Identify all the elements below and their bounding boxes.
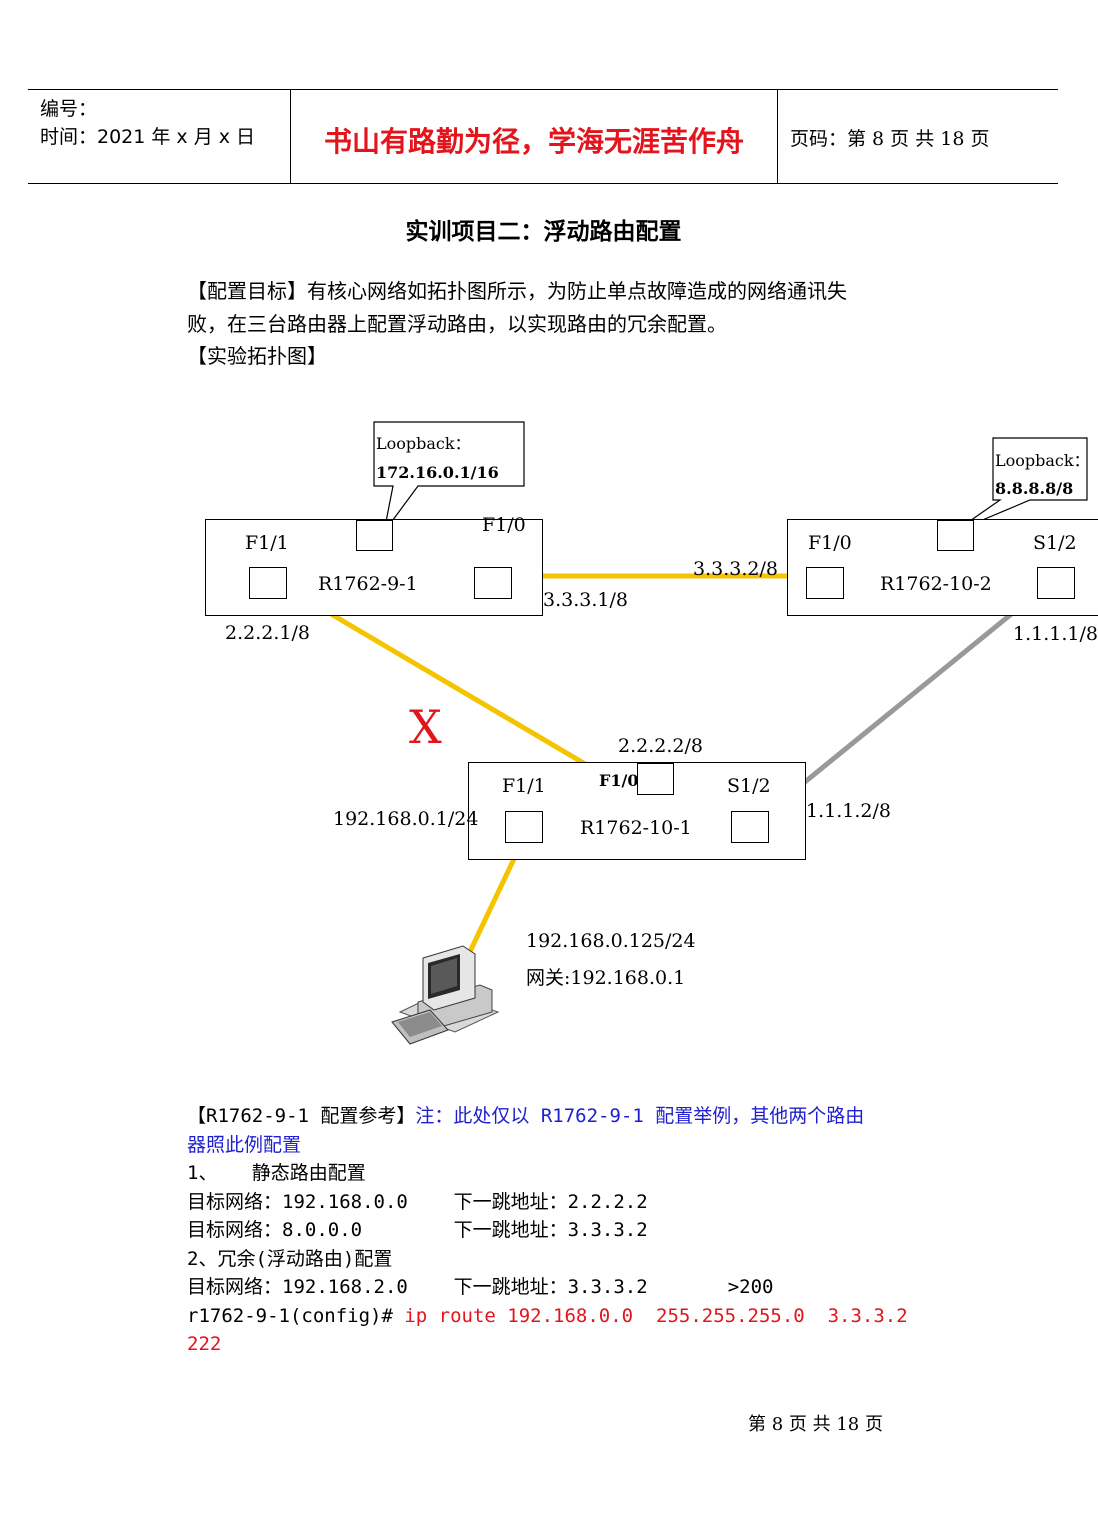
- r3-addr-f1-0: 2.2.2.2/8: [618, 735, 703, 757]
- r2-port-f1-0-label: F1/0: [808, 532, 852, 554]
- r3-port-f1-1-label: F1/1: [502, 775, 546, 797]
- config-note: 注：此处仅以 R1762-9-1 配置举例，其他两个路由: [415, 1105, 865, 1127]
- loopback-callout-1: [373, 421, 525, 533]
- section-1-row-2: 目标网络：8.0.0.0 下一跳地址：3.3.3.2: [187, 1219, 648, 1241]
- link-r2-r3: [766, 592, 1038, 814]
- page-header: 编号： 时间：2021 年 x 月 x 日 书山有路勤为径，学海无涯苦作舟 页码…: [28, 89, 1058, 184]
- section-1-row-1: 目标网络：192.168.0.0 下一跳地址：2.2.2.2: [187, 1191, 648, 1213]
- header-page-number: 页码：第 8 页 共 18 页: [790, 128, 990, 150]
- config-heading-line: 【R1762-9-1 配置参考】注：此处仅以 R1762-9-1 配置举例，其他…: [187, 1102, 864, 1131]
- loopback-2-address: 8.8.8.8/8: [995, 479, 1074, 498]
- command-text: ip route 192.168.0.0 255.255.255.0 3.3.3…: [404, 1305, 908, 1327]
- section-2-row-1: 目标网络：192.168.2.0 下一跳地址：3.3.3.2 >200: [187, 1276, 774, 1298]
- r1-addr-f1-0: 3.3.3.1/8: [543, 589, 628, 611]
- intro-line-2: 败，在三台路由器上配置浮动路由，以实现路由的冗余配置。: [187, 312, 727, 336]
- pc-gateway: 网关:192.168.0.1: [526, 967, 686, 989]
- loopback-callout-2: [953, 437, 1088, 533]
- loopback-2-label: Loopback：: [995, 451, 1090, 470]
- r1-name: R1762-9-1: [318, 573, 418, 595]
- command-prompt: r1762-9-1(config)#: [187, 1305, 405, 1327]
- pc-icon: [391, 945, 500, 1045]
- page-footer: 第 8 页 共 18 页: [748, 1414, 883, 1435]
- r2-port-s1-2: [1037, 567, 1075, 599]
- r1-loopback-port: [356, 520, 393, 551]
- r3-port-f1-0: [637, 763, 674, 795]
- r3-name: R1762-10-1: [580, 817, 692, 839]
- r1-port-f1-0-label: F1/0: [482, 514, 526, 536]
- r3-port-s1-2-label: S1/2: [727, 775, 771, 797]
- section-1-title: 1、 静态路由配置: [187, 1162, 366, 1184]
- document-time: 时间：2021 年 x 月 x 日: [40, 126, 256, 148]
- intro-line-1: 【配置目标】有核心网络如拓扑图所示，为防止单点故障造成的网络通讯失: [187, 279, 847, 303]
- r2-port-s1-2-label: S1/2: [1033, 532, 1077, 554]
- config-note-continued: 器照此例配置: [187, 1134, 302, 1156]
- header-motto-cell: 书山有路勤为径，学海无涯苦作舟: [291, 90, 778, 183]
- r1-port-f1-1-label: F1/1: [245, 532, 289, 554]
- topology-links: [285, 421, 1088, 1045]
- r1-port-f1-0: [474, 567, 512, 599]
- command-continuation: 222: [187, 1333, 222, 1355]
- r2-loopback-port: [937, 520, 974, 551]
- link-failure-mark: X: [409, 700, 442, 754]
- r3-port-f1-1: [505, 811, 543, 843]
- loopback-1-address: 172.16.0.1/16: [376, 463, 499, 482]
- pc-ip-address: 192.168.0.125/24: [526, 930, 696, 952]
- r2-addr-s1-2: 1.1.1.1/8: [1013, 623, 1098, 645]
- document-number: 编号：: [40, 98, 98, 120]
- header-meta-cell: 编号： 时间：2021 年 x 月 x 日: [28, 90, 291, 183]
- config-heading: 【R1762-9-1 配置参考】: [187, 1105, 416, 1127]
- link-r1-r3: [285, 585, 638, 797]
- link-r3-pc: [463, 840, 525, 962]
- page-title: 实训项目二：浮动路由配置: [405, 218, 682, 245]
- section-2-title: 2、冗余(浮动路由)配置: [187, 1248, 393, 1270]
- r3-addr-s1-2: 1.1.1.2/8: [806, 800, 891, 822]
- r2-port-f1-0: [806, 567, 844, 599]
- r3-port-s1-2: [731, 811, 769, 843]
- r1-port-f1-1: [249, 567, 287, 599]
- header-page-cell: 页码：第 8 页 共 18 页: [778, 90, 1058, 183]
- r1-addr-f1-1: 2.2.2.1/8: [225, 622, 310, 644]
- intro-line-3: 【实验拓扑图】: [187, 344, 327, 368]
- r2-name: R1762-10-2: [880, 573, 992, 595]
- command-line: r1762-9-1(config)# ip route 192.168.0.0 …: [187, 1302, 908, 1331]
- header-motto: 书山有路勤为径，学海无涯苦作舟: [323, 125, 744, 158]
- r3-port-f1-0-label: F1/0: [599, 771, 639, 790]
- loopback-1-label: Loopback：: [376, 434, 471, 453]
- r3-addr-f1-1: 192.168.0.1/24: [333, 808, 479, 830]
- r2-addr-f1-0: 3.3.3.2/8: [693, 558, 778, 580]
